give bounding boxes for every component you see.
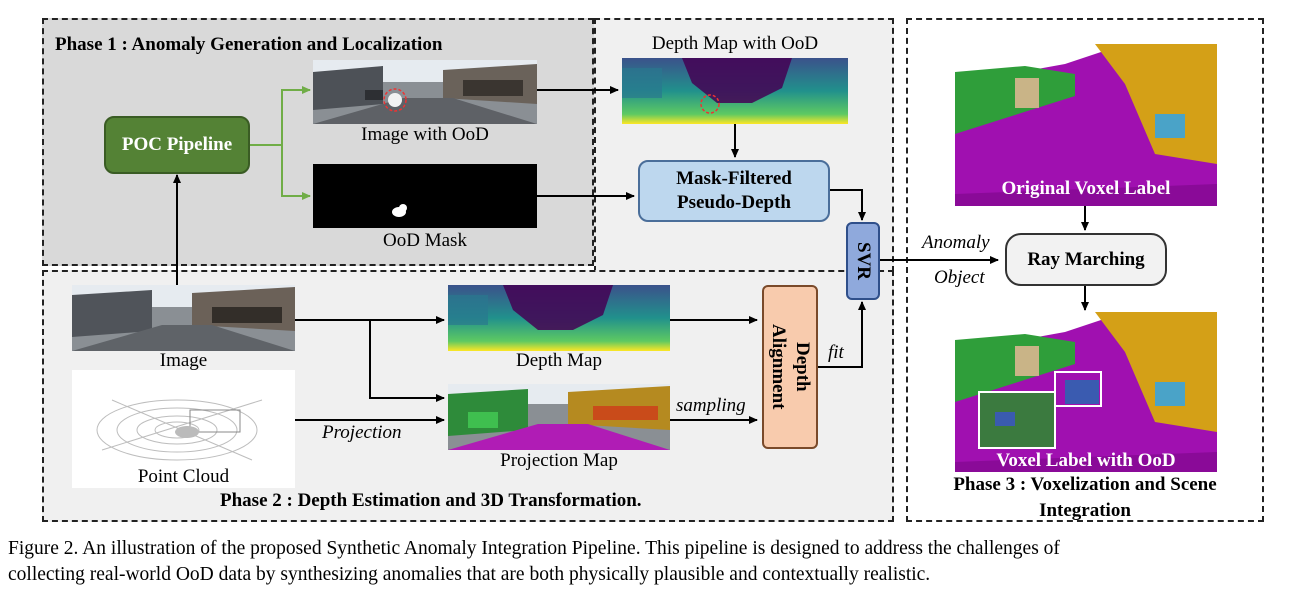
- ray-marching-node: Ray Marching: [1005, 233, 1167, 286]
- caption-line2: collecting real-world OoD data by synthe…: [8, 564, 931, 585]
- mask-filtered-label-line2: Pseudo-Depth: [676, 192, 791, 213]
- mask-filtered-pseudo-depth-node: Mask-Filtered Pseudo-Depth: [638, 160, 830, 222]
- arrow-alignment-to-svr: [818, 301, 866, 368]
- ood-mask-thumbnail: [313, 164, 537, 228]
- depth-map-with-ood-label: Depth Map with OoD: [651, 33, 819, 54]
- sampling-edge-label: sampling: [676, 395, 746, 416]
- svr-label: SVR: [853, 241, 874, 280]
- image-with-ood-label: Image with OoD: [361, 124, 489, 145]
- phase3-title-line1: Phase 3 : Voxelization and Scene: [953, 474, 1217, 495]
- anomaly-edge-label: Anomaly: [922, 232, 990, 253]
- point-cloud-thumbnail: [72, 370, 295, 488]
- original-voxel-label-image: Original Voxel Label: [955, 44, 1217, 206]
- svr-node: SVR: [846, 222, 880, 300]
- arrow-poc-to-ood-mask: [281, 145, 311, 200]
- voxel-label-with-ood-image: Voxel Label with OoD: [955, 312, 1217, 472]
- depth-map-thumbnail: [448, 285, 670, 351]
- point-cloud-label: Point Cloud: [137, 466, 230, 487]
- arrow-mask-filtered-to-svr: [830, 189, 866, 221]
- mask-filtered-label-line1: Mask-Filtered: [676, 168, 792, 189]
- ray-marching-label: Ray Marching: [1027, 248, 1145, 270]
- original-voxel-label-caption: Original Voxel Label: [1001, 178, 1171, 199]
- caption-line1: Figure 2. An illustration of the propose…: [8, 538, 1060, 559]
- fit-edge-label: fit: [828, 342, 844, 363]
- figure-caption: Figure 2. An illustration of the propose…: [8, 536, 1308, 588]
- arrow-poc-to-image-with-ood: [250, 86, 311, 146]
- projection-map-label: Projection Map: [500, 450, 618, 471]
- arrow-image-to-projection-map: [369, 320, 445, 402]
- ood-mask-label: OoD Mask: [383, 230, 467, 251]
- voxel-label-with-ood-caption: Voxel Label with OoD: [996, 450, 1176, 471]
- depth-alignment-label-line2: Alignment: [768, 324, 789, 410]
- phase3-title-line2: Integration: [1039, 500, 1131, 521]
- phase2-title: Phase 2 : Depth Estimation and 3D Transf…: [220, 490, 642, 511]
- image-thumbnail: [72, 285, 295, 351]
- depth-map-with-ood-thumbnail: [622, 58, 848, 124]
- projection-map-thumbnail: [448, 384, 670, 450]
- phase1-title: Phase 1 : Anomaly Generation and Localiz…: [55, 34, 443, 55]
- image-label: Image: [159, 350, 208, 371]
- poc-pipeline-node: POC Pipeline: [104, 116, 250, 174]
- projection-edge-label: Projection: [322, 422, 402, 443]
- object-edge-label: Object: [934, 267, 985, 288]
- depth-map-label: Depth Map: [515, 350, 602, 371]
- poc-pipeline-label: POC Pipeline: [121, 134, 233, 155]
- image-with-ood-thumbnail: [313, 60, 537, 124]
- depth-alignment-node: Depth Alignment: [762, 285, 818, 449]
- depth-alignment-label-line1: Depth: [792, 342, 813, 392]
